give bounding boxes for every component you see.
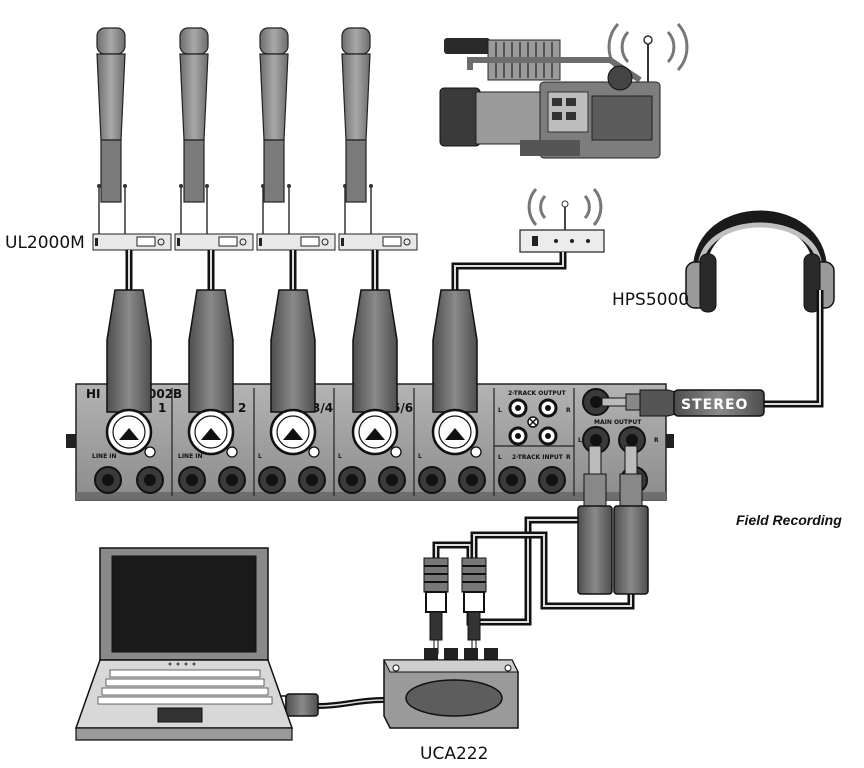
xlr-plugs — [105, 289, 482, 458]
microphone-3 — [259, 27, 289, 203]
two-track-in-right-label: R — [566, 454, 571, 461]
headphones-label: HPS5000 — [612, 290, 690, 310]
two-track-switch-icon — [527, 416, 539, 428]
two-track-in-left-label: L — [498, 454, 502, 461]
mixer-model-text: 002B — [148, 387, 182, 401]
wireless-microphones — [96, 27, 371, 203]
main-output-left-label: L — [578, 437, 582, 444]
laptop-keyboard-icon — [97, 669, 273, 705]
receiver-1 — [92, 184, 172, 251]
line-in-label-1: LINE IN — [92, 453, 117, 460]
diagram-caption: Field Recording — [736, 512, 842, 528]
channel-number-1: 1 — [158, 401, 166, 415]
video-camera — [439, 22, 689, 159]
main-output-right-label: R — [654, 437, 659, 444]
stereo-plug: STEREO — [601, 389, 765, 417]
xlr-plug-4 — [351, 289, 402, 458]
mixer-brand-text: HI — [86, 387, 101, 401]
microphone-2 — [179, 27, 209, 203]
xlr-plug-5 — [431, 289, 482, 458]
receiver-4 — [338, 184, 418, 251]
two-track-out-right-label: R — [566, 407, 571, 414]
xlr-plug-3 — [269, 289, 320, 458]
main-output-label: MAIN OUTPUT — [594, 419, 642, 426]
interface-label: UCA222 — [420, 744, 489, 764]
laptop — [74, 547, 294, 741]
channel-number-2: 2 — [238, 401, 246, 415]
left-label-7: L — [418, 453, 422, 460]
two-track-output-label: 2-TRACK OUTPUT — [508, 390, 567, 397]
headphones — [685, 210, 835, 313]
line-in-label-2: LINE IN — [178, 453, 203, 460]
main-output-plugs — [577, 445, 649, 595]
receiver-wireless-waves-icon — [527, 188, 603, 226]
two-track-input-label: 2-TRACK INPUT — [512, 454, 564, 461]
left-label-3: L — [258, 453, 262, 460]
microphone-4 — [341, 27, 371, 203]
two-track-out-left-label: L — [498, 407, 502, 414]
wireless-receivers — [92, 184, 418, 251]
receiver-label: UL2000M — [5, 233, 85, 253]
receiver-2 — [174, 184, 254, 251]
left-label-5: L — [338, 453, 342, 460]
xlr-plug-1 — [105, 289, 156, 458]
rca-plugs — [423, 557, 487, 655]
camera-receiver — [519, 188, 605, 253]
channel-number-3-4: 3/4 — [312, 401, 333, 415]
stereo-plug-label: STEREO — [681, 397, 748, 413]
microphone-1 — [96, 27, 126, 203]
xlr-plug-2 — [187, 289, 238, 458]
usb-audio-interface — [383, 648, 519, 729]
